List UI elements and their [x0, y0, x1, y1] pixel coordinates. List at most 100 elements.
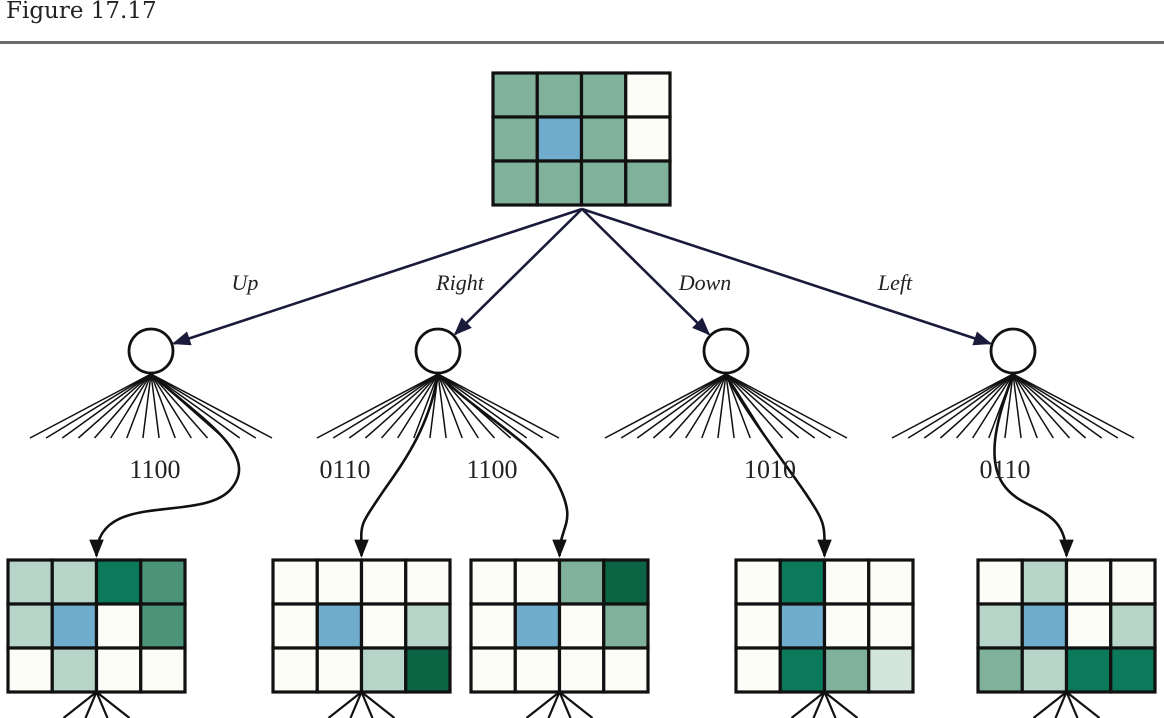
fan-line [923, 373, 1014, 439]
chance-node-up [127, 327, 175, 375]
fan-line [1012, 373, 1087, 439]
result-grid-3-cell-r2-c0 [734, 646, 782, 694]
result-grid-4-cell-r0-c0 [976, 558, 1024, 606]
leaf-fan-line [823, 691, 859, 718]
percept-arrows [89, 373, 1074, 558]
percept-fan-left [891, 373, 1135, 439]
percept-arrow-4 [993, 373, 1074, 558]
fan-line [1012, 373, 1038, 439]
fan-line [437, 373, 544, 439]
fan-line [142, 373, 152, 439]
result-grid-1-cell-r1-c2 [359, 602, 408, 650]
root-grid-cell-r0-c1 [535, 71, 584, 119]
root-grid-cell-r0-c3 [624, 71, 672, 119]
fan-line [61, 373, 152, 439]
result-grid-4-cell-r2-c0 [976, 646, 1024, 694]
percept-label-3: 1010 [744, 455, 796, 484]
result-grid-0-cell-r0-c3 [139, 558, 187, 606]
result-grid-4-cell-r0-c1 [1020, 558, 1069, 606]
leaf-fan-line [547, 691, 561, 718]
result-grid-1-cell-r0-c2 [359, 558, 408, 606]
result-grid-4-cell-r0-c3 [1109, 558, 1157, 606]
chance-node-right [414, 327, 462, 375]
result-grid-0-cell-r2-c2 [94, 646, 143, 694]
result-state-grids [6, 558, 1157, 694]
fan-line [150, 373, 241, 439]
fan-line [110, 373, 152, 439]
action-label-right: Right [435, 270, 485, 295]
fan-line [348, 373, 439, 439]
result-grid-0-cell-r1-c1 [50, 602, 99, 650]
result-grid-1-cell-r0-c3 [404, 558, 452, 606]
leaf-fan-line [823, 691, 837, 718]
leaf-fan-line [790, 691, 826, 718]
leaf-fans [62, 691, 1101, 718]
root-grid-cell-r2-c3 [624, 159, 672, 207]
result-grid-0-cell-r0-c0 [6, 558, 54, 606]
result-grid-3-cell-r2-c2 [822, 646, 871, 694]
action-arrow-right [453, 208, 583, 336]
result-grid-3-cell-r2-c1 [778, 646, 827, 694]
percept-fans [29, 373, 1135, 439]
fan-line [150, 373, 176, 439]
action-arrow-up [172, 207, 583, 346]
result-grid-3-cell-r1-c3 [867, 602, 915, 650]
fan-line [150, 373, 209, 439]
leaf-fan-4 [1032, 691, 1101, 718]
result-grid-3-cell-r1-c0 [734, 602, 782, 650]
result-grid-1-cell-r1-c3 [404, 602, 452, 650]
fan-line [364, 373, 439, 439]
action-label-left: Left [877, 270, 913, 295]
leaf-fan-0 [62, 691, 131, 718]
root-grid-cell-r1-c2 [579, 115, 628, 163]
result-grid-1-cell-r2-c3 [404, 646, 452, 694]
fan-line [437, 373, 463, 439]
fan-line [725, 373, 800, 439]
result-grid-3-cell-r0-c0 [734, 558, 782, 606]
result-grid-2-cell-r2-c0 [469, 646, 517, 694]
result-grid-1-cell-r0-c0 [271, 558, 319, 606]
percept-label-0: 1100 [129, 455, 180, 484]
result-grid-0-cell-r2-c1 [50, 646, 99, 694]
fan-line [725, 373, 735, 439]
leaf-fan-line [525, 691, 561, 718]
figure-title: Figure 17.17 [6, 0, 157, 24]
percept-arrow-1 [354, 373, 440, 558]
result-grid-0-cell-r1-c3 [139, 602, 187, 650]
result-grid-4-cell-r2-c1 [1020, 646, 1069, 694]
leaf-fan-line [84, 691, 98, 718]
fan-line [701, 373, 727, 439]
result-grid-2-cell-r1-c2 [557, 602, 606, 650]
result-grid-0-cell-r0-c2 [94, 558, 143, 606]
result-grid-4 [976, 558, 1157, 694]
leaf-fan-1 [327, 691, 396, 718]
fan-line [437, 373, 496, 439]
leaf-fan-line [95, 691, 131, 718]
leaf-fan-2 [525, 691, 594, 718]
result-grid-1-cell-r1-c1 [315, 602, 364, 650]
result-grid-0-cell-r0-c1 [50, 558, 99, 606]
result-grid-3 [734, 558, 915, 694]
result-grid-0-cell-r1-c2 [94, 602, 143, 650]
result-grid-2-cell-r2-c1 [513, 646, 562, 694]
percept-label-1: 0110 [319, 455, 370, 484]
root-grid-cell-r0-c2 [579, 71, 628, 119]
result-grid-4-cell-r1-c0 [976, 602, 1024, 650]
fan-line [604, 373, 727, 439]
percept-arrow-3 [724, 373, 832, 558]
fan-line [150, 373, 273, 439]
result-grid-3-cell-r1-c1 [778, 602, 827, 650]
result-grid-2-cell-r1-c0 [469, 602, 517, 650]
fan-line [652, 373, 727, 439]
root-grid-cell-r0-c0 [491, 71, 539, 119]
fan-line [725, 373, 848, 439]
fan-line [93, 373, 152, 439]
root-grid [491, 71, 672, 207]
fan-line [437, 373, 447, 439]
result-grid-0-cell-r2-c0 [6, 646, 54, 694]
action-arrow-down [581, 208, 711, 336]
leaf-fan-line [360, 691, 396, 718]
